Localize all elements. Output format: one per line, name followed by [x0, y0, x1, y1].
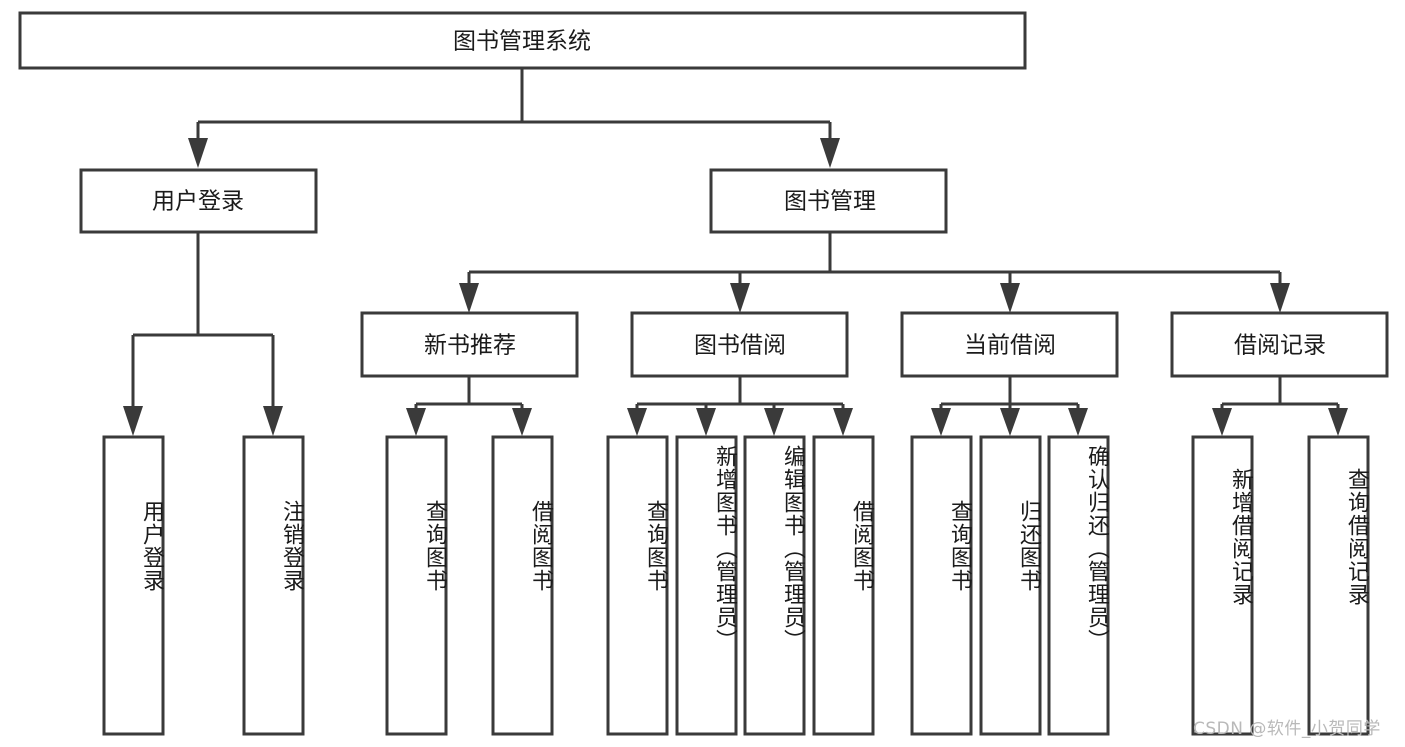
arrowhead-newbook-leaf-1 — [406, 408, 426, 436]
leaf-box-confirm-return-admin[interactable] — [1047, 435, 1110, 736]
leaf-box-borrow-book-recommend[interactable] — [491, 435, 554, 736]
arrowhead-root-to-userlogin — [188, 138, 208, 168]
node-new-book-recommend[interactable]: 新书推荐 — [360, 311, 579, 378]
leaf-box-add-borrow-record[interactable] — [1191, 435, 1254, 736]
node-root-system-label: 图书管理系统 — [453, 29, 591, 55]
arrowhead-userlogin-leaf-1 — [123, 406, 143, 436]
node-borrow-records-box[interactable] — [1170, 311, 1389, 378]
node-book-management-label: 图书管理 — [784, 189, 876, 215]
leaf-box-edit-book-admin[interactable] — [743, 435, 806, 736]
leaf-box-query-borrow-record[interactable] — [1307, 435, 1370, 736]
arrowhead-bookmgmt-to-borrow — [730, 283, 750, 313]
node-book-borrow-label: 图书借阅 — [694, 333, 786, 359]
leaf-box-query-book-recommend[interactable] — [385, 435, 448, 736]
arrowhead-records-leaf-2 — [1328, 408, 1348, 436]
connectors-layer — [123, 68, 1348, 436]
node-borrow-records-label: 借阅记录 — [1234, 333, 1326, 359]
leaf-box-return-book[interactable] — [979, 435, 1042, 736]
csdn-watermark: CSDN @软件_小贺同学 — [1193, 719, 1381, 739]
node-book-management[interactable]: 图书管理 — [709, 168, 948, 234]
arrowhead-borrow-leaf-3 — [764, 408, 784, 436]
arrowhead-borrow-leaf-2 — [696, 408, 716, 436]
node-current-borrow-label: 当前借阅 — [964, 333, 1056, 359]
arrowhead-records-leaf-1 — [1212, 408, 1232, 436]
arrowhead-borrow-leaf-4 — [833, 408, 853, 436]
leaf-box-borrow-book[interactable] — [812, 435, 875, 736]
node-new-book-recommend-label: 新书推荐 — [424, 333, 516, 359]
leaf-box-user-login[interactable] — [102, 435, 165, 736]
leaf-boxes-layer — [102, 435, 1370, 736]
leaf-box-query-book-borrow[interactable] — [606, 435, 669, 736]
leaf-box-query-book-current[interactable] — [910, 435, 973, 736]
node-user-login-label: 用户登录 — [152, 189, 244, 215]
arrowhead-current-leaf-3 — [1068, 408, 1088, 436]
node-current-borrow-box[interactable] — [900, 311, 1119, 378]
arrowhead-borrow-leaf-1 — [627, 408, 647, 436]
node-current-borrow[interactable]: 当前借阅 — [900, 311, 1119, 378]
leaf-box-add-book-admin[interactable] — [675, 435, 738, 736]
node-book-borrow[interactable]: 图书借阅 — [630, 311, 849, 378]
node-new-book-recommend-box[interactable] — [360, 311, 579, 378]
leaf-box-logout[interactable] — [242, 435, 305, 736]
node-user-login-box[interactable] — [79, 168, 318, 234]
arrowhead-newbook-leaf-2 — [512, 408, 532, 436]
arrowhead-bookmgmt-to-newbook — [459, 283, 479, 313]
arrowhead-current-leaf-2 — [1000, 408, 1020, 436]
node-user-login[interactable]: 用户登录 — [79, 168, 318, 234]
node-root-system[interactable]: 图书管理系统 — [18, 11, 1027, 70]
node-root-system-box[interactable] — [18, 11, 1027, 70]
arrowhead-bookmgmt-to-records — [1270, 283, 1290, 313]
node-book-borrow-box[interactable] — [630, 311, 849, 378]
arrowhead-root-to-bookmgmt — [820, 138, 840, 168]
arrowhead-userlogin-leaf-2 — [263, 406, 283, 436]
arrowhead-current-leaf-1 — [931, 408, 951, 436]
arrowhead-bookmgmt-to-current — [1000, 283, 1020, 313]
node-book-management-box[interactable] — [709, 168, 948, 234]
node-borrow-records[interactable]: 借阅记录 — [1170, 311, 1389, 378]
